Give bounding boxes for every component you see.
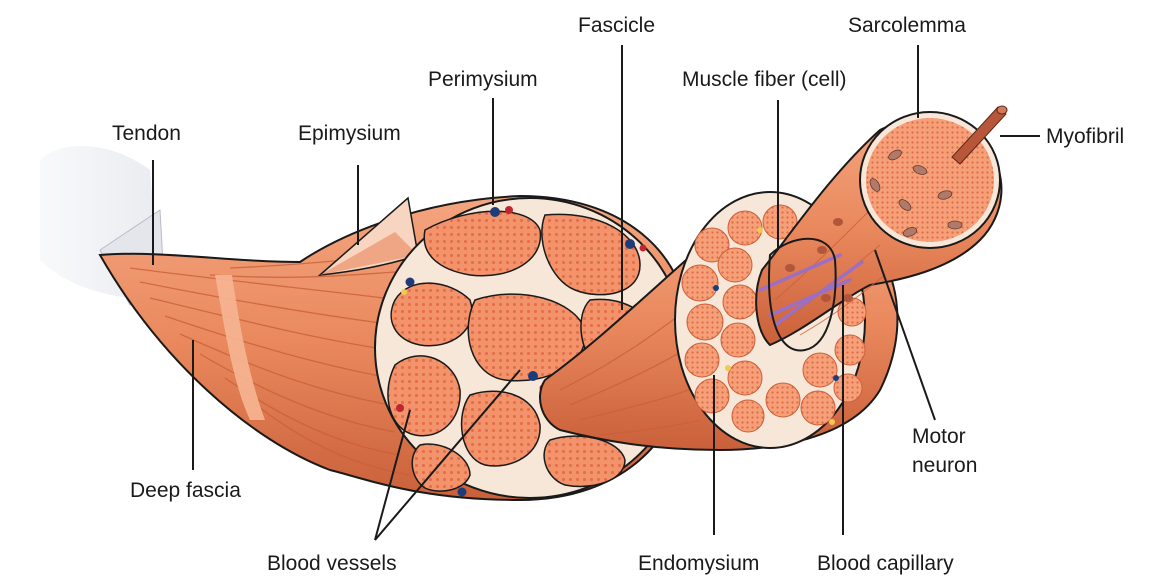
label-fascicle: Fascicle [578, 14, 655, 37]
label-myofibril: Myofibril [1046, 125, 1124, 148]
label-muscle-fiber: Muscle fiber (cell) [682, 68, 847, 91]
label-motor-neuron-line1: Motor [912, 425, 966, 448]
label-blood-capillary: Blood capillary [817, 552, 954, 575]
label-perimysium: Perimysium [428, 68, 538, 91]
label-deep-fascia: Deep fascia [130, 479, 241, 502]
label-sarcolemma: Sarcolemma [848, 14, 966, 37]
label-tendon: Tendon [112, 122, 181, 145]
label-epimysium: Epimysium [298, 122, 401, 145]
label-endomysium: Endomysium [638, 552, 759, 575]
label-blood-vessels: Blood vessels [267, 552, 397, 575]
label-motor-neuron-line2: neuron [912, 454, 977, 477]
